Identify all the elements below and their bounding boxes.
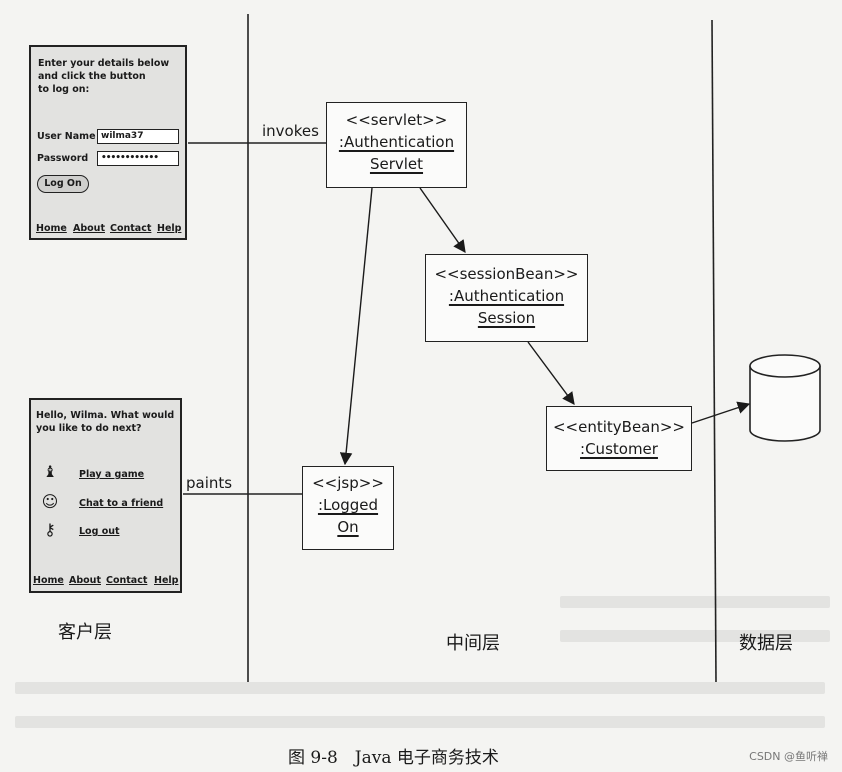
node-name-line: :Logged bbox=[317, 496, 379, 514]
nav-link-about[interactable]: About bbox=[69, 575, 101, 586]
node-stereotype: <<sessionBean>> bbox=[434, 265, 579, 283]
middle-layer-label: 中间层 bbox=[446, 633, 500, 654]
background-bleed bbox=[560, 630, 830, 642]
node-name-line: On bbox=[337, 518, 359, 536]
menu-screen-mockup: Hello, Wilma. What would you like to do … bbox=[29, 398, 182, 593]
paints-label: paints bbox=[186, 474, 233, 492]
session-to-entity-arrow bbox=[527, 341, 575, 406]
client-layer-label: 客户层 bbox=[58, 622, 112, 643]
node-name-line: :Authentication bbox=[448, 287, 565, 305]
nav-link-about[interactable]: About bbox=[73, 223, 105, 234]
nav-link-contact[interactable]: Contact bbox=[106, 575, 148, 586]
menu-item-play-game[interactable]: Play a game bbox=[79, 469, 145, 480]
data-layer-label: 数据层 bbox=[739, 633, 793, 654]
login-intro-line: and click the button bbox=[38, 71, 146, 82]
nav-link-home[interactable]: Home bbox=[36, 223, 67, 234]
username-field[interactable]: wilma37 bbox=[97, 129, 179, 144]
username-label: User Name bbox=[37, 131, 96, 142]
entity-to-database-arrow bbox=[691, 401, 751, 424]
greeting-line: you like to do next? bbox=[36, 423, 142, 434]
node-name-line: :Customer bbox=[580, 440, 658, 458]
database-cylinder-icon bbox=[749, 354, 821, 442]
greeting-line: Hello, Wilma. What would bbox=[36, 410, 175, 421]
node-name-line: Servlet bbox=[369, 155, 424, 173]
node-stereotype: <<jsp>> bbox=[312, 474, 384, 492]
background-bleed bbox=[560, 596, 830, 608]
node-stereotype: <<servlet>> bbox=[345, 111, 448, 129]
node-name-line: Session bbox=[477, 309, 536, 327]
background-bleed bbox=[15, 682, 825, 694]
log-on-button[interactable]: Log On bbox=[37, 175, 89, 193]
people-chat-icon: ☺ bbox=[41, 492, 59, 511]
nav-link-contact[interactable]: Contact bbox=[110, 223, 152, 234]
servlet-to-jsp-arrow bbox=[339, 187, 373, 466]
node-stereotype: <<entityBean>> bbox=[552, 418, 686, 436]
invokes-label: invokes bbox=[262, 122, 319, 140]
swimlane-divider-right bbox=[711, 19, 717, 683]
servlet-node: <<servlet>> :Authentication Servlet bbox=[326, 102, 467, 188]
chess-piece-icon: ♝ bbox=[42, 462, 58, 481]
jsp-node: <<jsp>> :Logged On bbox=[302, 466, 394, 550]
nav-link-help[interactable]: Help bbox=[154, 575, 179, 586]
key-icon: ⚷ bbox=[44, 520, 56, 539]
menu-item-log-out[interactable]: Log out bbox=[79, 526, 120, 537]
login-intro-line: to log on: bbox=[38, 84, 90, 95]
login-intro-line: Enter your details below bbox=[38, 58, 170, 69]
source-watermark: CSDN @鱼听禅 bbox=[749, 750, 828, 763]
session-bean-node: <<sessionBean>> :Authentication Session bbox=[425, 254, 588, 342]
node-name-line: :Authentication bbox=[338, 133, 455, 151]
login-screen-mockup: Enter your details below and click the b… bbox=[29, 45, 187, 240]
servlet-to-session-arrow bbox=[419, 187, 466, 254]
entity-bean-node: <<entityBean>> :Customer bbox=[546, 406, 692, 471]
password-label: Password bbox=[37, 153, 89, 164]
menu-item-chat-friend[interactable]: Chat to a friend bbox=[79, 498, 164, 509]
figure-caption: 图 9-8 Java 电子商务技术 bbox=[288, 748, 499, 768]
nav-link-help[interactable]: Help bbox=[157, 223, 182, 234]
background-bleed bbox=[15, 716, 825, 728]
nav-link-home[interactable]: Home bbox=[33, 575, 64, 586]
password-field[interactable]: •••••••••••• bbox=[97, 151, 179, 166]
